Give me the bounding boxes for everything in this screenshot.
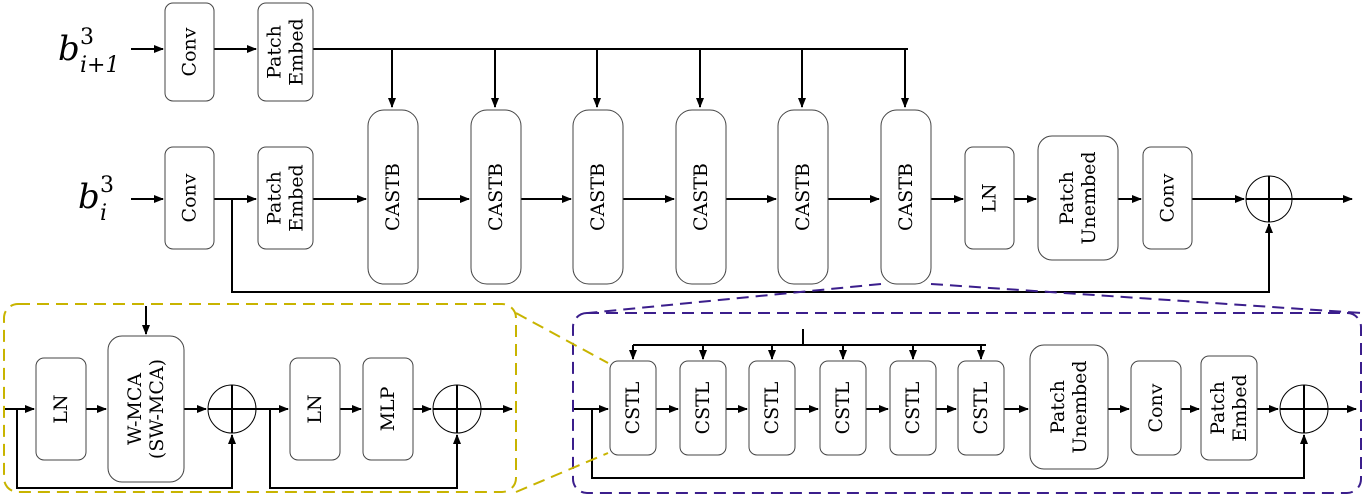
input-label-b-i-plus-1-sup: 3 (80, 25, 94, 50)
cstl-block-4-label: CSTL (832, 381, 854, 434)
patch-unembed-box-main-label: Patch (1056, 171, 1078, 225)
castb-block-3: CASTB (572, 109, 624, 285)
cstl-block-3-label: CSTL (761, 381, 783, 434)
castb-block-6-label: CASTB (895, 163, 917, 231)
castb-detail-panel (572, 312, 1362, 494)
conv-box-main-out: Conv (1142, 146, 1193, 250)
patch-unembed-box-detail-label: Unembed (1069, 360, 1091, 453)
sum-node-stl-1 (207, 384, 257, 434)
conv-box-main-label: Conv (179, 173, 201, 222)
stl-detail-panel (3, 303, 517, 493)
cstl-block-1-label: CSTL (622, 381, 644, 434)
input-label-b-i-sub: i (100, 201, 107, 226)
cstl-block-2-label: CSTL (692, 381, 714, 434)
patch-embed-box-detail-label: Embed (1229, 374, 1251, 441)
castb-block-5: CASTB (777, 109, 829, 285)
ln-box-stl-2: LN (289, 357, 341, 461)
patch-unembed-box-main-label: Unembed (1078, 151, 1100, 244)
stl-residual-2 (269, 409, 461, 489)
patch-unembed-box-detail-label: Patch (1047, 380, 1069, 434)
patch-embed-box-main-label: Embed (286, 164, 308, 231)
cstl-block-6-label: CSTL (970, 381, 992, 434)
conv-box-top-label: Conv (179, 27, 201, 76)
wmca-box-label: (SW-MCA) (146, 359, 168, 459)
patch-embed-box-top-label: Patch (264, 25, 286, 79)
mlp-box-label: MLP (377, 386, 399, 431)
zoom-guide-right (930, 283, 1362, 314)
ln-box-stl-1: LN (35, 357, 87, 461)
cstl-block-5-label: CSTL (902, 381, 924, 434)
ln-box-main-label: LN (979, 183, 1001, 212)
input-label-b-i-base: b (78, 177, 100, 217)
wmca-box-label: W-MCA (124, 373, 146, 446)
cstl-block-2: CSTL (679, 360, 727, 456)
castb-block-3-label: CASTB (587, 163, 609, 231)
input-label-b-i-plus-1-sub: i+1 (80, 53, 119, 78)
ln-box-stl-2-label: LN (304, 394, 326, 423)
detail-residual (591, 409, 1308, 479)
patch-embed-box-main-label: Patch (264, 171, 286, 225)
zoom-guide-lower (515, 452, 609, 493)
conv-box-detail: Conv (1130, 360, 1182, 456)
cstl-block-6: CSTL (957, 360, 1005, 456)
conv-box-detail-label: Conv (1145, 383, 1167, 432)
castb-block-4: CASTB (675, 109, 727, 285)
residual-main (231, 199, 1273, 293)
stl-residual-1 (16, 409, 236, 489)
mlp-box: MLP (362, 357, 414, 461)
zoom-guide-upper (515, 312, 609, 364)
wmca-box: W-MCA(SW-MCA) (107, 335, 185, 483)
patch-embed-box-detail-label: Patch (1207, 381, 1229, 435)
cstl-block-5: CSTL (889, 360, 937, 456)
castb-block-6: CASTB (880, 109, 932, 285)
castb-block-2: CASTB (470, 109, 522, 285)
zoom-guide-left (587, 283, 882, 314)
castb-block-1: CASTB (367, 109, 419, 285)
conv-box-main-out-label: Conv (1157, 173, 1179, 222)
cstl-block-1: CSTL (609, 360, 657, 456)
castb-block-5-label: CASTB (792, 163, 814, 231)
input-label-b-i-plus-1-base: b (58, 29, 80, 69)
cstl-block-4: CSTL (819, 360, 867, 456)
patch-embed-box-top-label: Embed (286, 18, 308, 85)
input-label-b-i-sup: 3 (100, 173, 114, 198)
castb-block-4-label: CASTB (690, 163, 712, 231)
sum-node-detail (1279, 384, 1329, 434)
conv-box-top: Conv (164, 2, 215, 102)
sum-node-stl-2 (432, 384, 482, 434)
conv-box-main: Conv (164, 146, 215, 250)
cstl-block-3: CSTL (748, 360, 796, 456)
sum-node-main (1245, 175, 1293, 223)
ln-box-stl-1-label: LN (50, 394, 72, 423)
castb-block-1-label: CASTB (382, 163, 404, 231)
castb-block-2-label: CASTB (485, 163, 507, 231)
ln-box-main: LN (964, 146, 1015, 250)
